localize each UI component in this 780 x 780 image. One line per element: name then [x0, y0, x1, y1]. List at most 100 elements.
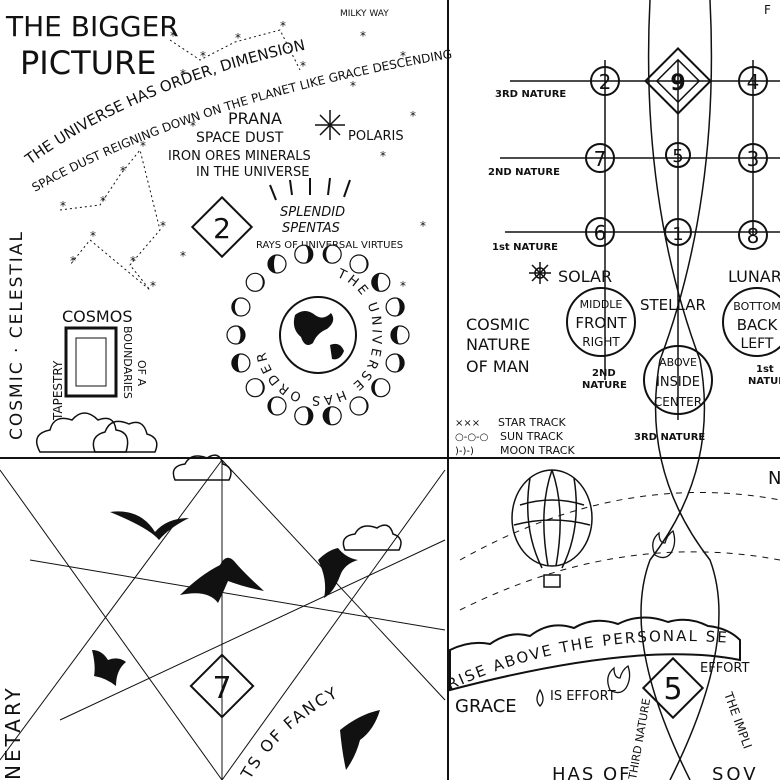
space-dust-label: SPACE DUST [196, 130, 284, 146]
bird-icon [92, 650, 126, 686]
earth-globe-icon [280, 297, 356, 373]
svg-text:*: * [420, 219, 426, 233]
svg-text:*: * [410, 109, 416, 123]
cosmos-label: COSMOS [62, 307, 132, 326]
svg-text:5: 5 [672, 146, 683, 167]
f-top: F [764, 3, 771, 17]
bottom-left-quadrant: 7 NETARY TS OF FANCY [0, 455, 445, 780]
implication-text: THE IMPLI [721, 689, 755, 750]
svg-text:*: * [280, 19, 286, 33]
svg-text:*: * [140, 139, 146, 153]
stellar-label: STELLAR [640, 296, 706, 314]
ring-text: THE UNIVERSE HAS ORDER [254, 266, 384, 407]
second-nature-under: 2ND [592, 368, 616, 379]
svg-text:8: 8 [747, 224, 760, 248]
nature-under: NATURE [582, 380, 627, 391]
prana-label: PRANA [228, 109, 282, 128]
svg-text:MOON TRACK: MOON TRACK [500, 444, 575, 457]
diamond-2: 2 [192, 197, 251, 256]
svg-text:9: 9 [670, 71, 685, 96]
svg-text:1: 1 [672, 224, 683, 245]
svg-text:3: 3 [747, 147, 760, 171]
svg-text:5: 5 [663, 672, 682, 707]
circle-middle-front-right: MIDDLE FRONT RIGHT [567, 288, 635, 356]
spentas-label: SPENTAS [282, 221, 340, 236]
svg-text:*: * [380, 149, 386, 163]
svg-text:*: * [400, 279, 406, 293]
circle-5: 5 [666, 143, 690, 167]
is-effort-label: IS EFFORT [550, 689, 616, 704]
grace-label: GRACE [455, 696, 517, 717]
in-universe-label: IN THE UNIVERSE [196, 165, 309, 180]
svg-text:MIDDLE: MIDDLE [580, 298, 623, 311]
svg-text:2: 2 [213, 212, 231, 245]
svg-text:STAR TRACK: STAR TRACK [498, 416, 566, 429]
n-right: N [768, 468, 780, 489]
svg-text:*: * [60, 199, 66, 213]
svg-text:ABOVE: ABOVE [659, 356, 697, 369]
svg-text:INSIDE: INSIDE [656, 375, 700, 390]
rise-above-text: RISE ABOVE THE PERSONAL SE [444, 627, 729, 694]
svg-text:RIGHT: RIGHT [582, 335, 620, 349]
hot-air-balloon-icon [512, 470, 592, 587]
svg-text:BACK: BACK [737, 316, 779, 334]
svg-text:6: 6 [594, 221, 607, 245]
svg-text:×××: ××× [455, 418, 480, 429]
svg-text:7: 7 [594, 147, 607, 171]
circle-8: 8 [739, 221, 767, 249]
iron-ores-label: IRON ORES MINERALS [168, 149, 311, 164]
top-left-quadrant: THE BIGGER PICTURE MILKY WAY THE UNIVERS… [5, 9, 650, 452]
svg-text:*: * [180, 67, 186, 81]
boundaries-label: BOUNDARIES [121, 326, 134, 399]
circle-bottom-back-left: BOTTOM BACK LEFT [723, 288, 780, 356]
tapestry-label: TAPESTRY [51, 360, 65, 421]
svg-text:*: * [180, 249, 186, 263]
svg-text:2: 2 [599, 70, 612, 94]
svg-text:FRONT: FRONT [575, 314, 627, 332]
number-grid: 2 9 4 7 5 3 6 1 8 [586, 48, 767, 249]
first-nature-row: 1st NATURE [492, 242, 558, 253]
svg-text:4: 4 [747, 70, 760, 94]
bird-icon [110, 511, 189, 540]
svg-text:CENTER: CENTER [654, 395, 702, 409]
cosmic-nature-line3: OF MAN [466, 357, 530, 376]
third-nature-under: 3RD NATURE [634, 432, 705, 443]
svg-text:LEFT: LEFT [740, 336, 773, 352]
cosmic-nature-line2: NATURE [466, 335, 530, 354]
title-line2: PICTURE [20, 44, 157, 82]
drop-icon [537, 690, 543, 706]
sov-label: SOV [712, 764, 759, 780]
bottom-right-quadrant: N RISE ABOVE THE PERSONAL SE GRACE IS EF… [444, 468, 780, 780]
svg-text:*: * [350, 79, 356, 93]
lunar-label: LUNAR [728, 267, 780, 286]
nature-under-2: NATURE [748, 376, 780, 387]
has-of-label: HAS OF [552, 764, 632, 780]
svg-text:*: * [70, 254, 76, 268]
of-a-label: OF A [135, 360, 148, 386]
svg-text:SUN TRACK: SUN TRACK [500, 430, 564, 443]
planetary-label: NETARY [1, 685, 25, 780]
rays [270, 178, 350, 200]
svg-text:)-)-): )-)-) [455, 446, 474, 457]
first-nature-under: 1st [756, 364, 774, 375]
svg-text:*: * [360, 29, 366, 43]
svg-text:*: * [200, 49, 206, 63]
bird-icon [340, 710, 380, 770]
third-nature-row: 3RD NATURE [495, 89, 566, 100]
solar-label: SOLAR [558, 267, 612, 286]
polaris-label: POLARIS [348, 129, 404, 144]
milky-way-label: MILKY WAY [340, 9, 389, 19]
splendid-label: SPLENDID [280, 205, 345, 220]
circle-above-inside-center: ABOVE INSIDE CENTER [644, 346, 712, 414]
svg-text:*: * [160, 219, 166, 233]
effort-label: EFFORT [700, 661, 749, 676]
svg-text:*: * [150, 279, 156, 293]
sun-icon [529, 262, 551, 284]
svg-text:○-○-○: ○-○-○ [455, 432, 488, 443]
cosmic-nature-line1: COSMIC [466, 315, 530, 334]
svg-text:*: * [235, 31, 241, 45]
second-nature-row: 2ND NATURE [488, 167, 560, 178]
track-legend: ××× STAR TRACK ○-○-○ SUN TRACK )-)-) MOO… [455, 416, 575, 457]
cosmic-celestial-label: COSMIC · CELESTIAL [7, 230, 27, 440]
